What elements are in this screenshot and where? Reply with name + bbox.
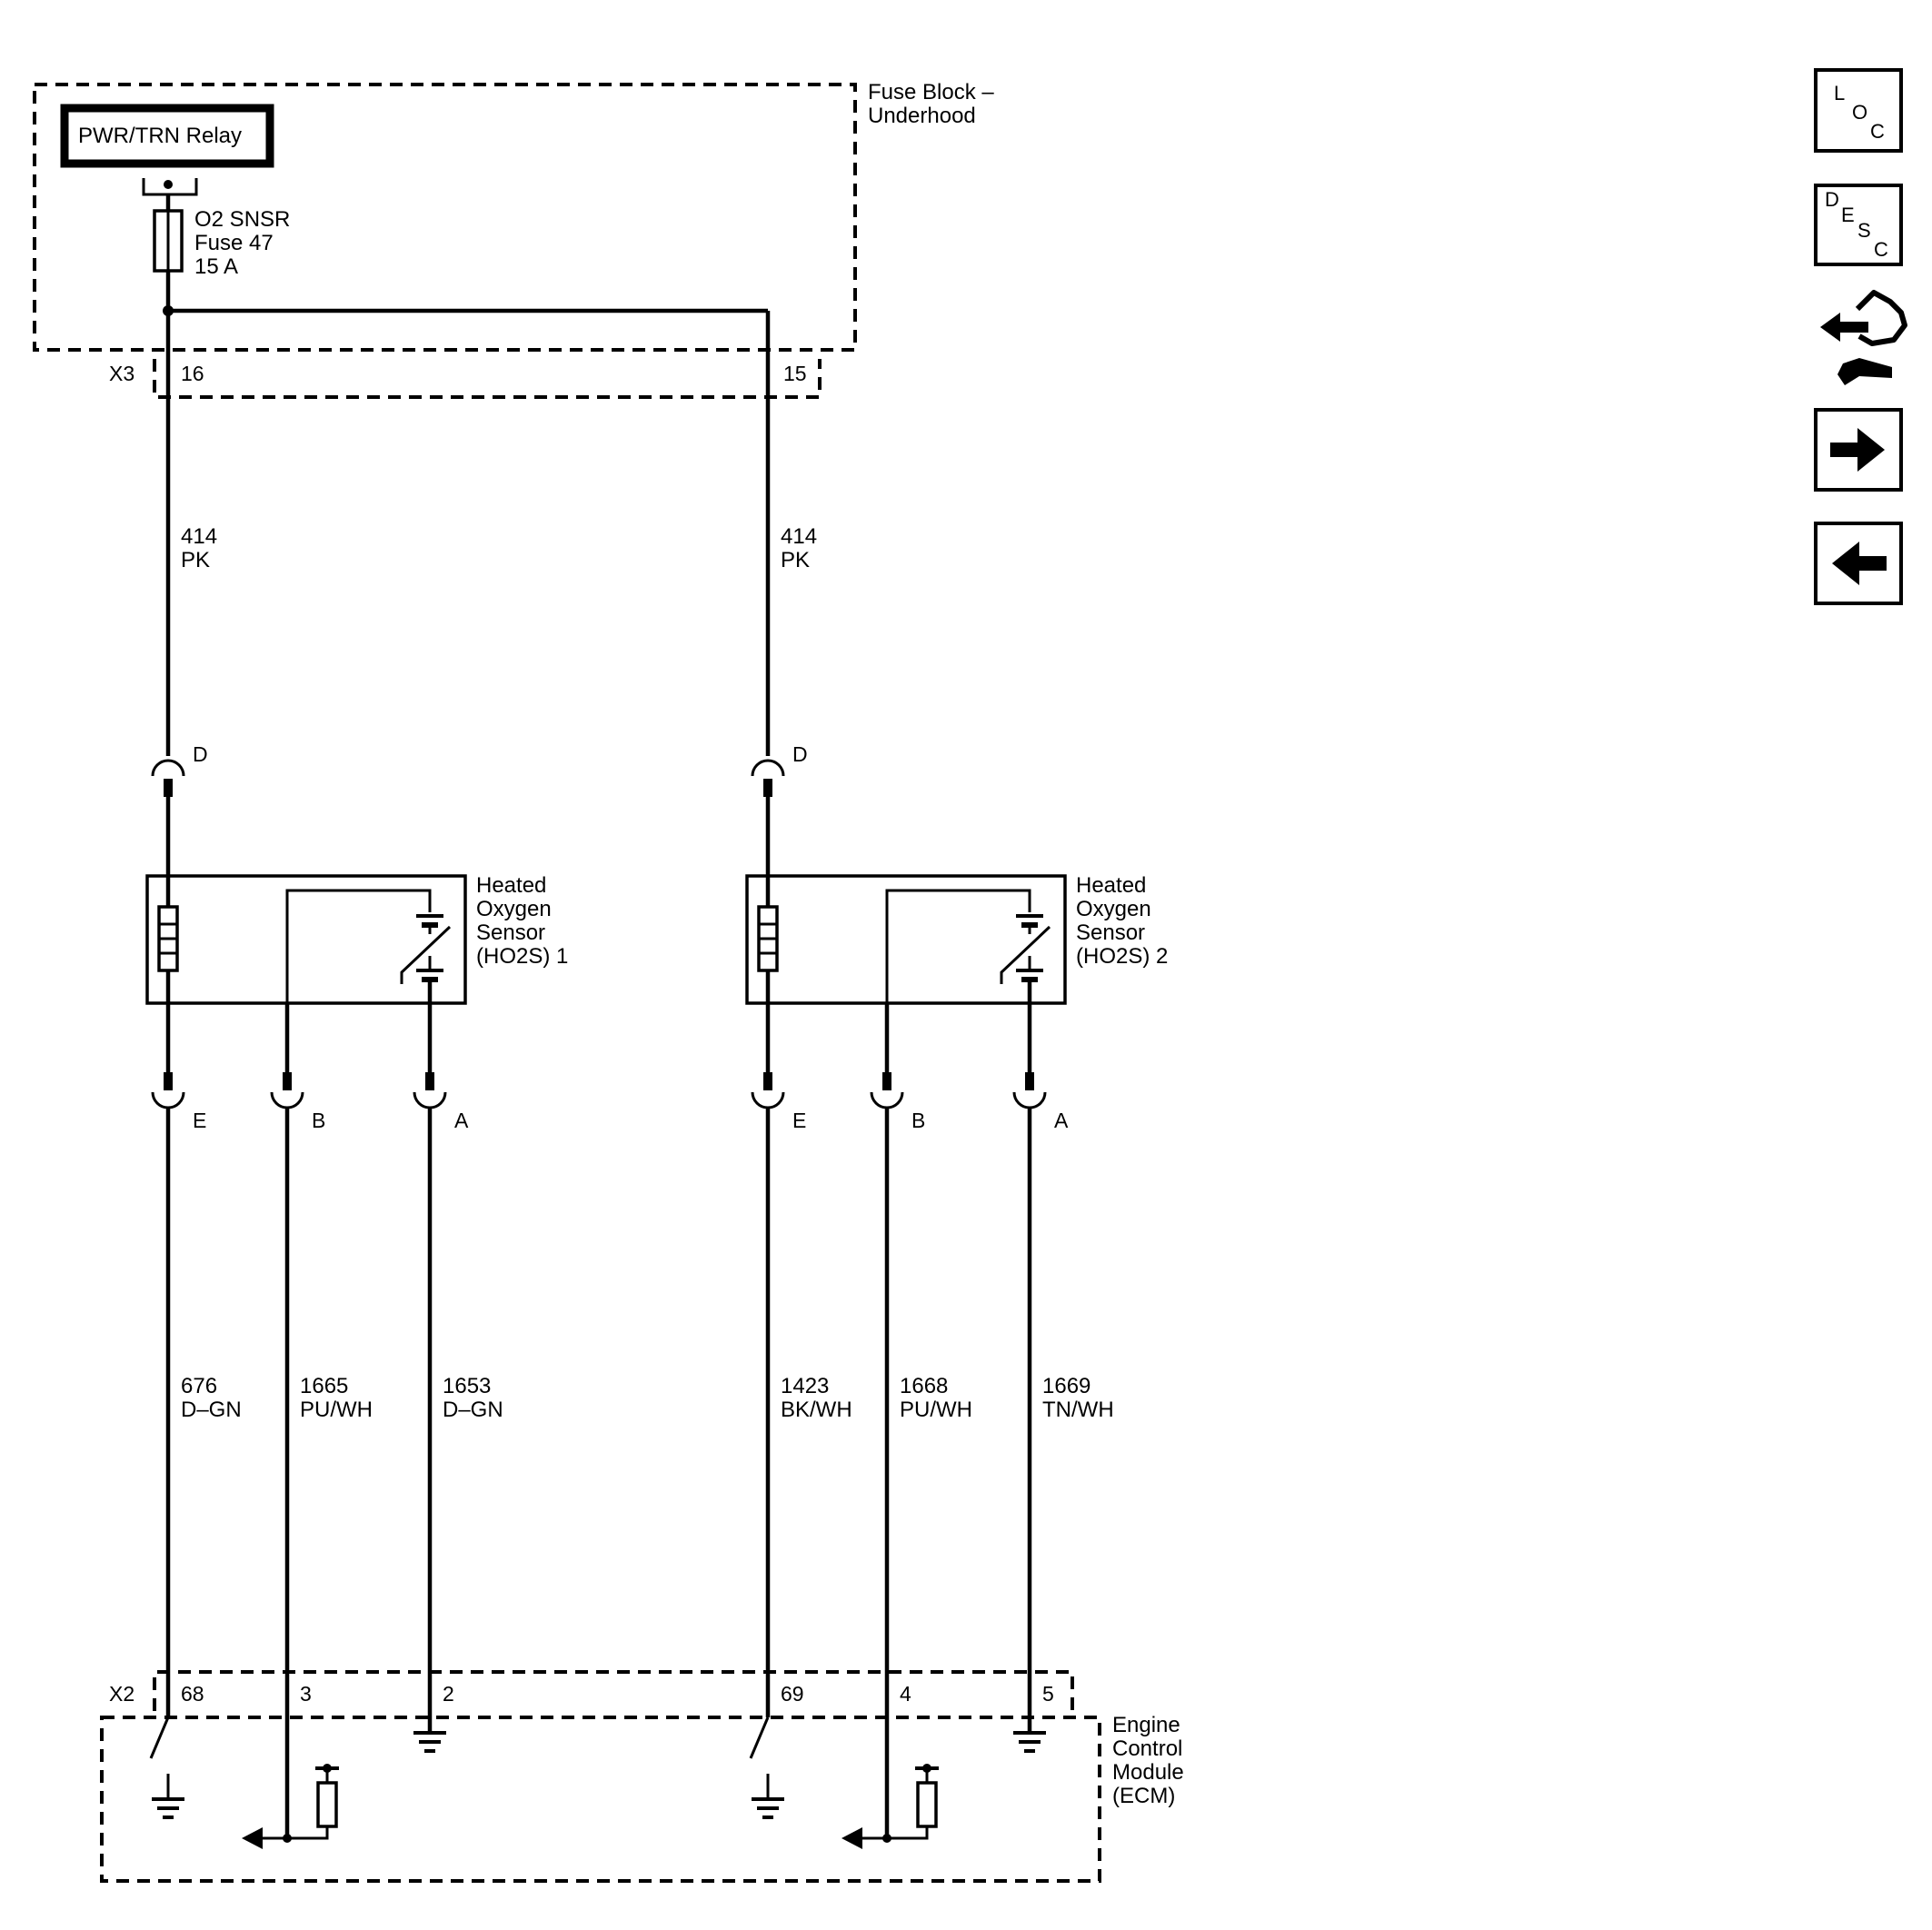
bottom-wires [165, 1108, 1032, 1838]
signal-arrow-icon [242, 1827, 263, 1849]
fuse-47 [153, 207, 184, 274]
pwr-trn-relay: PWR/TRN Relay [60, 104, 274, 168]
circuit-414-left-color: PK [181, 548, 210, 572]
sensing-cell-icon [1000, 914, 1051, 984]
pull-up-resistor-icon [859, 1764, 939, 1843]
heated-oxygen-sensor-2: Heated Oxygen Sensor (HO2S) 2 [745, 873, 1168, 1005]
circuit-1653-number: 1653 [443, 1374, 491, 1398]
svg-text:E: E [193, 1109, 206, 1132]
svg-text:D: D [193, 742, 208, 766]
arrow-left-icon [1832, 542, 1887, 585]
circuit-1669-number: 1669 [1042, 1374, 1090, 1398]
sensor1-bottom-connectors: E B A [151, 1003, 469, 1132]
signal-arrow-icon [842, 1827, 862, 1849]
connector-x2-pin-3: 3 [300, 1682, 312, 1706]
circuit-414-left-number: 414 [181, 524, 217, 549]
circuit-414-right-number: 414 [781, 524, 817, 549]
fuse-block-label-line2: Underhood [868, 104, 976, 128]
connector-d-sensor2: D [751, 742, 808, 797]
circuit-1668-color: PU/WH [900, 1398, 972, 1422]
circuit-1423-number: 1423 [781, 1374, 829, 1398]
connector-x3-pin-16: 16 [181, 362, 204, 385]
connector-x3-pin-15: 15 [783, 362, 807, 385]
connector-x3-name: X3 [109, 362, 134, 385]
service-procedure-button[interactable] [1820, 290, 1907, 385]
svg-text:(HO2S) 1: (HO2S) 1 [476, 944, 568, 969]
connector-d-sensor1: D [151, 742, 208, 797]
heater-element-icon [157, 905, 179, 972]
circuit-1665-number: 1665 [300, 1374, 348, 1398]
fuse-label-line2: Fuse 47 [194, 231, 274, 255]
switch-ground-icon [149, 1716, 184, 1819]
desc-letter-s: S [1857, 219, 1871, 242]
svg-text:Heated: Heated [476, 873, 546, 898]
ground-icon [1013, 1731, 1046, 1753]
fuse-label-line1: O2 SNSR [194, 207, 290, 232]
circuit-676-color: D–GN [181, 1398, 242, 1422]
hand-wrench-icon [1820, 290, 1907, 385]
ecm-label-line1: Engine [1112, 1713, 1180, 1737]
loc-letter-l: L [1834, 82, 1845, 104]
svg-text:Sensor: Sensor [476, 920, 545, 945]
desc-letter-e: E [1841, 204, 1855, 226]
next-button[interactable] [1814, 408, 1903, 492]
switch-ground-icon [749, 1716, 784, 1819]
connector-x2-pin-5: 5 [1042, 1682, 1054, 1706]
connector-x3: X3 16 15 [109, 359, 822, 399]
circuit-1653-color: D–GN [443, 1398, 503, 1422]
desc-button[interactable]: D E S C [1814, 184, 1903, 266]
svg-text:(HO2S) 2: (HO2S) 2 [1076, 944, 1168, 969]
connector-x2-pin-4: 4 [900, 1682, 911, 1706]
sensor2-bottom-connectors: E B A [751, 1003, 1069, 1132]
ecm-label-line4: (ECM) [1112, 1784, 1175, 1808]
heater-element-icon [757, 905, 779, 972]
svg-text:D: D [792, 742, 808, 766]
sensing-cell-icon [400, 914, 452, 984]
circuit-1669-color: TN/WH [1042, 1398, 1114, 1422]
connector-x2-pin-69: 69 [781, 1682, 804, 1706]
ecm-label-line2: Control [1112, 1736, 1182, 1761]
circuit-414-right-color: PK [781, 548, 810, 572]
ecm-label-line3: Module [1112, 1760, 1184, 1785]
ground-icon [413, 1731, 446, 1753]
svg-text:Oxygen: Oxygen [1076, 897, 1151, 921]
svg-text:Sensor: Sensor [1076, 920, 1145, 945]
circuit-1668-number: 1668 [900, 1374, 948, 1398]
previous-button[interactable] [1814, 522, 1903, 605]
loc-button[interactable]: L O C [1814, 68, 1903, 153]
connector-x2: X2 68 3 2 69 4 5 [109, 1670, 1074, 1711]
loc-letter-o: O [1852, 101, 1867, 124]
svg-text:A: A [1054, 1109, 1069, 1132]
svg-text:E: E [792, 1109, 806, 1132]
relay-label: PWR/TRN Relay [78, 124, 242, 148]
svg-text:Oxygen: Oxygen [476, 897, 552, 921]
connector-x2-name: X2 [109, 1682, 134, 1706]
fuse-block-underhood: Fuse Block – Underhood PWR/TRN Relay O2 … [33, 80, 994, 352]
circuit-676-number: 676 [181, 1374, 217, 1398]
desc-letter-d: D [1825, 188, 1839, 211]
engine-control-module: Engine Control Module (ECM) [100, 1713, 1184, 1883]
loc-letter-c: C [1870, 120, 1885, 143]
arrow-right-icon [1830, 428, 1885, 472]
connector-x2-pin-2: 2 [443, 1682, 454, 1706]
heated-oxygen-sensor-1: Heated Oxygen Sensor (HO2S) 1 [145, 873, 568, 1005]
svg-text:A: A [454, 1109, 469, 1132]
svg-text:B: B [911, 1109, 925, 1132]
nav-toolbar: L O C D E S C [1814, 68, 1907, 605]
svg-text:B: B [312, 1109, 325, 1132]
circuit-1423-color: BK/WH [781, 1398, 852, 1422]
circuit-1665-color: PU/WH [300, 1398, 373, 1422]
fuse-block-label-line1: Fuse Block – [868, 80, 994, 104]
svg-text:Heated: Heated [1076, 873, 1146, 898]
pull-up-resistor-icon [259, 1764, 339, 1843]
fuse-label-line3: 15 A [194, 254, 238, 279]
desc-letter-c: C [1874, 238, 1888, 261]
connector-x2-pin-68: 68 [181, 1682, 204, 1706]
